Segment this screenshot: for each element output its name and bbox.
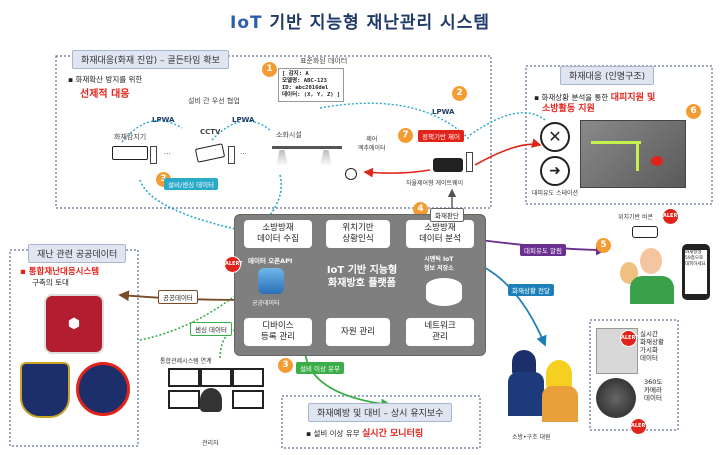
route-highlight-2: [636, 141, 639, 171]
control-monitors: [168, 368, 264, 416]
alert-icon-map: ALERT: [620, 330, 639, 347]
evac-station-label: 대피유도 스테이션: [532, 190, 579, 197]
policy-control-tag: 정책기반 제어: [418, 130, 464, 142]
route-highlight: [591, 141, 641, 144]
actuator-icon: [345, 168, 357, 180]
battery-icon-3: [466, 152, 473, 172]
facility-status-tag: 설비 이상 유무: [296, 362, 345, 374]
prevention-bullet: ▪ 설비 이상 유무 실시간 모니터링: [306, 429, 424, 439]
public-data-highlight: ▪ 통합재난대응시스템: [20, 267, 100, 277]
control-actuator-label: 제어 액추에이터: [358, 136, 386, 152]
step-1-badge: 1: [262, 62, 277, 77]
section-header-rescue: 화재대응 (인명구조): [560, 66, 655, 85]
top-left-section-border: [55, 55, 492, 209]
sprinkler-icon-2: [320, 150, 332, 166]
sprinkler-label: 소화시설: [276, 131, 302, 139]
semantic-db-icon: [426, 278, 462, 306]
database-icon: [258, 268, 284, 294]
facility-sensing-tag: 설비/센싱 데이터: [164, 178, 219, 190]
rescuer-icon: [542, 386, 578, 422]
step-7-badge: 7: [398, 128, 413, 143]
section-header-suppression: 화재대응(화재 진압) – 골든타임 확보: [72, 50, 229, 69]
battery-icon: [150, 146, 157, 164]
platform-resource-manage: 자원 관리: [326, 318, 390, 346]
battery-icon-2: [228, 146, 235, 164]
platform-network-manage: 네트워크 관리: [406, 318, 474, 346]
inter-device-label: 설비 간 우선 협업: [188, 97, 240, 105]
platform-data-analysis: 소방방재 데이터 분석: [406, 220, 474, 248]
realtime-vis-label: 실시간 화재상황 가시화 데이터: [640, 330, 664, 362]
alert-icon-platform: ALERT: [224, 256, 243, 273]
integrated-control-label: 통합관제시스템 연계: [160, 358, 212, 365]
step-4-badge: 4: [413, 202, 428, 217]
section-header-prevention: 화재예방 및 대비 – 상시 유지보수: [308, 403, 453, 422]
firefighter-label: 소방•구조 대원: [512, 434, 551, 441]
page-title: IoT 기반 지능형 재난관리 시스템: [230, 13, 490, 33]
firefighter-icon: [508, 372, 544, 416]
manager-label: 관리자: [202, 440, 219, 447]
rescue-bullet: ▪ 화재상황 분석을 통한 대피지원 및: [534, 93, 656, 103]
ellipsis-1: ···: [164, 150, 171, 158]
cctv-label: CCTV: [200, 128, 221, 136]
suppression-bullet: ▪ 화재확산 방지를 위한: [68, 75, 143, 84]
step-2-badge: 2: [452, 86, 467, 101]
manager-icon: [200, 388, 222, 412]
fire-judge-tag: 화재판단: [430, 208, 464, 222]
public-db-label: 공공데이터: [252, 300, 280, 307]
step-3b-badge: 3: [278, 358, 293, 373]
lpwa-label-2: LPWA: [232, 116, 255, 124]
evac-direction-icon: ➜: [540, 156, 570, 186]
section-header-public-data: 재난 관련 공공데이터: [28, 244, 127, 263]
sensing-data-tag: 센싱 데이터: [190, 322, 232, 336]
fire-service-emblem: [76, 362, 130, 416]
evac-alarm-tag: 대피유도 알림: [520, 244, 566, 256]
evac-stop-icon: ✕: [540, 122, 570, 152]
standard-data-label: 표준화된 데이터: [300, 57, 348, 65]
beacon-icon: [632, 226, 658, 238]
building-map-image: [580, 120, 686, 188]
fire-marker: [651, 156, 663, 166]
gateway-label: 자율제어형 게이트웨이: [406, 180, 464, 187]
fire-detector-icon: [112, 146, 148, 160]
beacon-label: 위치기반 비콘: [618, 214, 654, 221]
firefighter-helmet-icon: [512, 350, 536, 374]
cam360-label: 360도 카메라 데이터: [644, 378, 663, 402]
sprinkler-pipe-icon: [272, 146, 342, 149]
bottom-section-border: [281, 395, 481, 449]
alert-icon-beacon: ALERT: [662, 208, 681, 225]
semantic-store-label: 시맨틱 IoT 정보 저장소: [424, 256, 454, 272]
fire-detector-label: 화재감지기: [114, 133, 147, 141]
step-5-badge: 5: [596, 238, 611, 253]
rescuer-helmet-icon: [546, 360, 572, 388]
platform-title: IoT 기반 지능형 화재방호 플랫폼: [326, 265, 398, 289]
phone-message: 화재발생 59층으로 대피하세요: [685, 250, 707, 294]
police-emblem: [20, 362, 70, 418]
public-data-bullet: 구축의 토대: [32, 278, 69, 287]
sprinkler-icon: [276, 150, 288, 166]
platform-device-manage: 디바이스 등록 관리: [244, 318, 312, 346]
camera-360-thumb: [596, 378, 636, 418]
lpwa-label-1: LPWA: [152, 116, 175, 124]
ellipsis-2: ···: [240, 150, 247, 158]
smartphone-icon: 화재발생 59층으로 대피하세요: [682, 244, 710, 300]
platform-location-aware: 위치기반 상황인식: [326, 220, 390, 248]
lpwa-label-3: LPWA: [432, 108, 455, 116]
people-group-icon: [630, 276, 674, 304]
alert-icon-camera: ALERT: [630, 418, 649, 435]
standard-data-sample: [ 감지: A 모델명: ABC-123 ID: abc2016del 데이터:…: [278, 68, 345, 102]
platform-data-collect: 소방방재 데이터 수집: [244, 220, 312, 248]
rescue-highlight: 소방활동 지원: [542, 104, 595, 114]
person-icon: [640, 248, 662, 274]
situation-relay-tag: 화재상황 전달: [508, 284, 554, 296]
public-data-tag: 공공데이터: [158, 290, 198, 304]
government-emblem: ⬢: [44, 294, 104, 354]
suppression-highlight: 선제적 대응: [80, 89, 130, 100]
gateway-icon: [433, 158, 463, 172]
open-api-label: 데이터 오픈API: [248, 257, 293, 265]
step-6-badge: 6: [686, 104, 701, 119]
